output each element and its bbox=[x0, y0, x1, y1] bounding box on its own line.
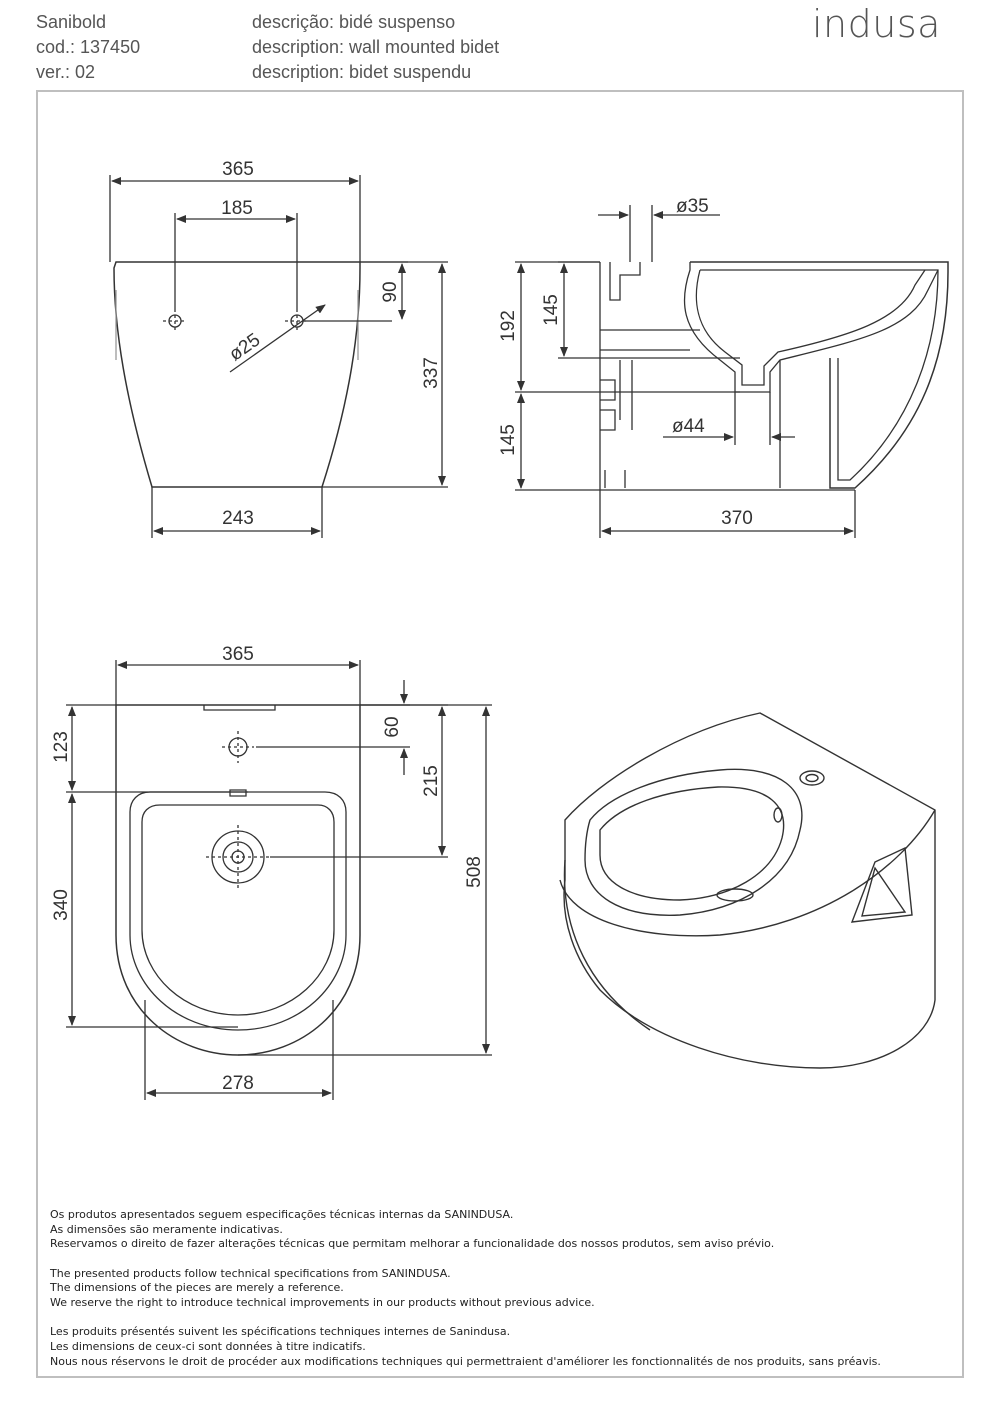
dim-top-inlet-offset: 123 bbox=[51, 731, 72, 763]
top-view bbox=[66, 660, 492, 1100]
dim-side-waste-dia: ø44 bbox=[672, 416, 705, 437]
dim-top-drain-offset: 215 bbox=[421, 765, 442, 797]
disclaimer-pt: Os produtos apresentados seguem especifi… bbox=[50, 1208, 950, 1252]
perspective-view bbox=[559, 712, 936, 1069]
dim-front-hole-dia: ø25 bbox=[225, 330, 264, 366]
dim-side-supply-height: 192 bbox=[498, 310, 519, 342]
product-code: cod.: 137450 bbox=[36, 37, 141, 57]
disclaimer-line: The dimensions of the pieces are merely … bbox=[50, 1281, 344, 1295]
disclaimer-en: The presented products follow technical … bbox=[50, 1267, 950, 1311]
dim-side-supply-dia: ø35 bbox=[676, 196, 709, 217]
dim-top-tap-offset: 60 bbox=[382, 716, 403, 737]
disclaimer-line: Os produtos apresentados seguem especifi… bbox=[50, 1208, 514, 1221]
dim-top-bowl-width: 278 bbox=[222, 1073, 254, 1094]
dim-top-total-length: 508 bbox=[464, 856, 485, 888]
dim-side-waste-height: 145 bbox=[498, 424, 519, 456]
disclaimer-line: As dimensões são meramente indicativas. bbox=[50, 1222, 283, 1236]
disclaimer-block: Os produtos apresentados seguem especifi… bbox=[50, 1208, 950, 1384]
disclaimer-line: We reserve the right to introduce techni… bbox=[50, 1296, 595, 1310]
dim-front-top-width: 365 bbox=[222, 159, 254, 180]
dim-front-hole-spacing: 185 bbox=[221, 198, 253, 219]
dim-front-base-width: 243 bbox=[222, 508, 254, 529]
dim-side-upper: 145 bbox=[541, 294, 562, 326]
description-en: description: wall mounted bidet bbox=[252, 37, 500, 57]
dim-front-hole-depth: 90 bbox=[380, 281, 401, 302]
disclaimer-line: Les dimensions de ceux-ci sont données à… bbox=[50, 1339, 366, 1353]
drawing-frame bbox=[36, 90, 964, 1378]
disclaimer-line: Reservamos o direito de fazer alterações… bbox=[50, 1237, 775, 1251]
header-product-info: Sanibold cod.: 137450 ver.: 02 bbox=[36, 10, 140, 85]
description-pt: descrição: bidé suspenso bbox=[252, 12, 456, 32]
description-fr: description: bidet suspendu bbox=[252, 62, 472, 82]
product-name: Sanibold bbox=[36, 12, 107, 32]
dim-top-width: 365 bbox=[222, 644, 254, 665]
disclaimer-line: Nous nous réservons le droit de procéder… bbox=[50, 1354, 881, 1368]
dim-front-height: 337 bbox=[421, 357, 442, 389]
dim-top-bowl-length: 340 bbox=[51, 889, 72, 921]
disclaimer-fr: Les produits présentés suivent les spéci… bbox=[50, 1325, 950, 1369]
front-view bbox=[109, 175, 448, 538]
side-view bbox=[515, 205, 949, 538]
disclaimer-line: Les produits présentés suivent les spéci… bbox=[50, 1325, 511, 1339]
product-version: ver.: 02 bbox=[36, 62, 96, 82]
brand-logo: indusa bbox=[812, 2, 941, 46]
dim-side-depth: 370 bbox=[721, 508, 753, 529]
header-descriptions: descrição: bidé suspenso description: wa… bbox=[252, 10, 499, 85]
disclaimer-line: The presented products follow technical … bbox=[50, 1266, 451, 1280]
